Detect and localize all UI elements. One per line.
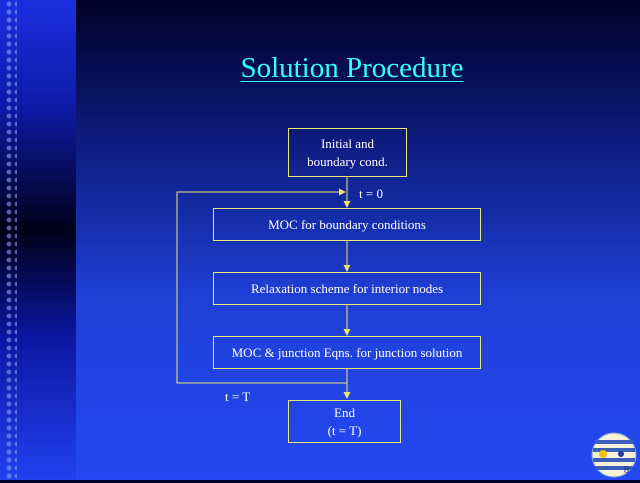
globe-logo-icon: 8 xyxy=(591,432,637,478)
initial-line-2: boundary cond. xyxy=(307,153,388,169)
end-box: End (t = T) xyxy=(288,400,401,443)
moc-junction-box: MOC & junction Eqns. for junction soluti… xyxy=(213,336,481,369)
logo-text: 8 xyxy=(624,465,629,476)
relaxation-box: Relaxation scheme for interior nodes xyxy=(213,272,481,305)
moc-boundary-box: MOC for boundary conditions xyxy=(213,208,481,241)
end-line-1: End xyxy=(334,404,355,420)
loop-back-line xyxy=(176,188,348,384)
initial-line-1: Initial and xyxy=(320,135,375,151)
slide-title: Solution Procedure xyxy=(240,52,464,84)
t-end-label: t = T xyxy=(225,389,251,404)
end-line-2: (t = T) xyxy=(327,422,362,438)
initial-boundary-box: Initial and boundary cond. xyxy=(288,128,407,177)
t-start-label: t = 0 xyxy=(359,186,383,201)
dot-pattern-decoration xyxy=(5,0,17,480)
